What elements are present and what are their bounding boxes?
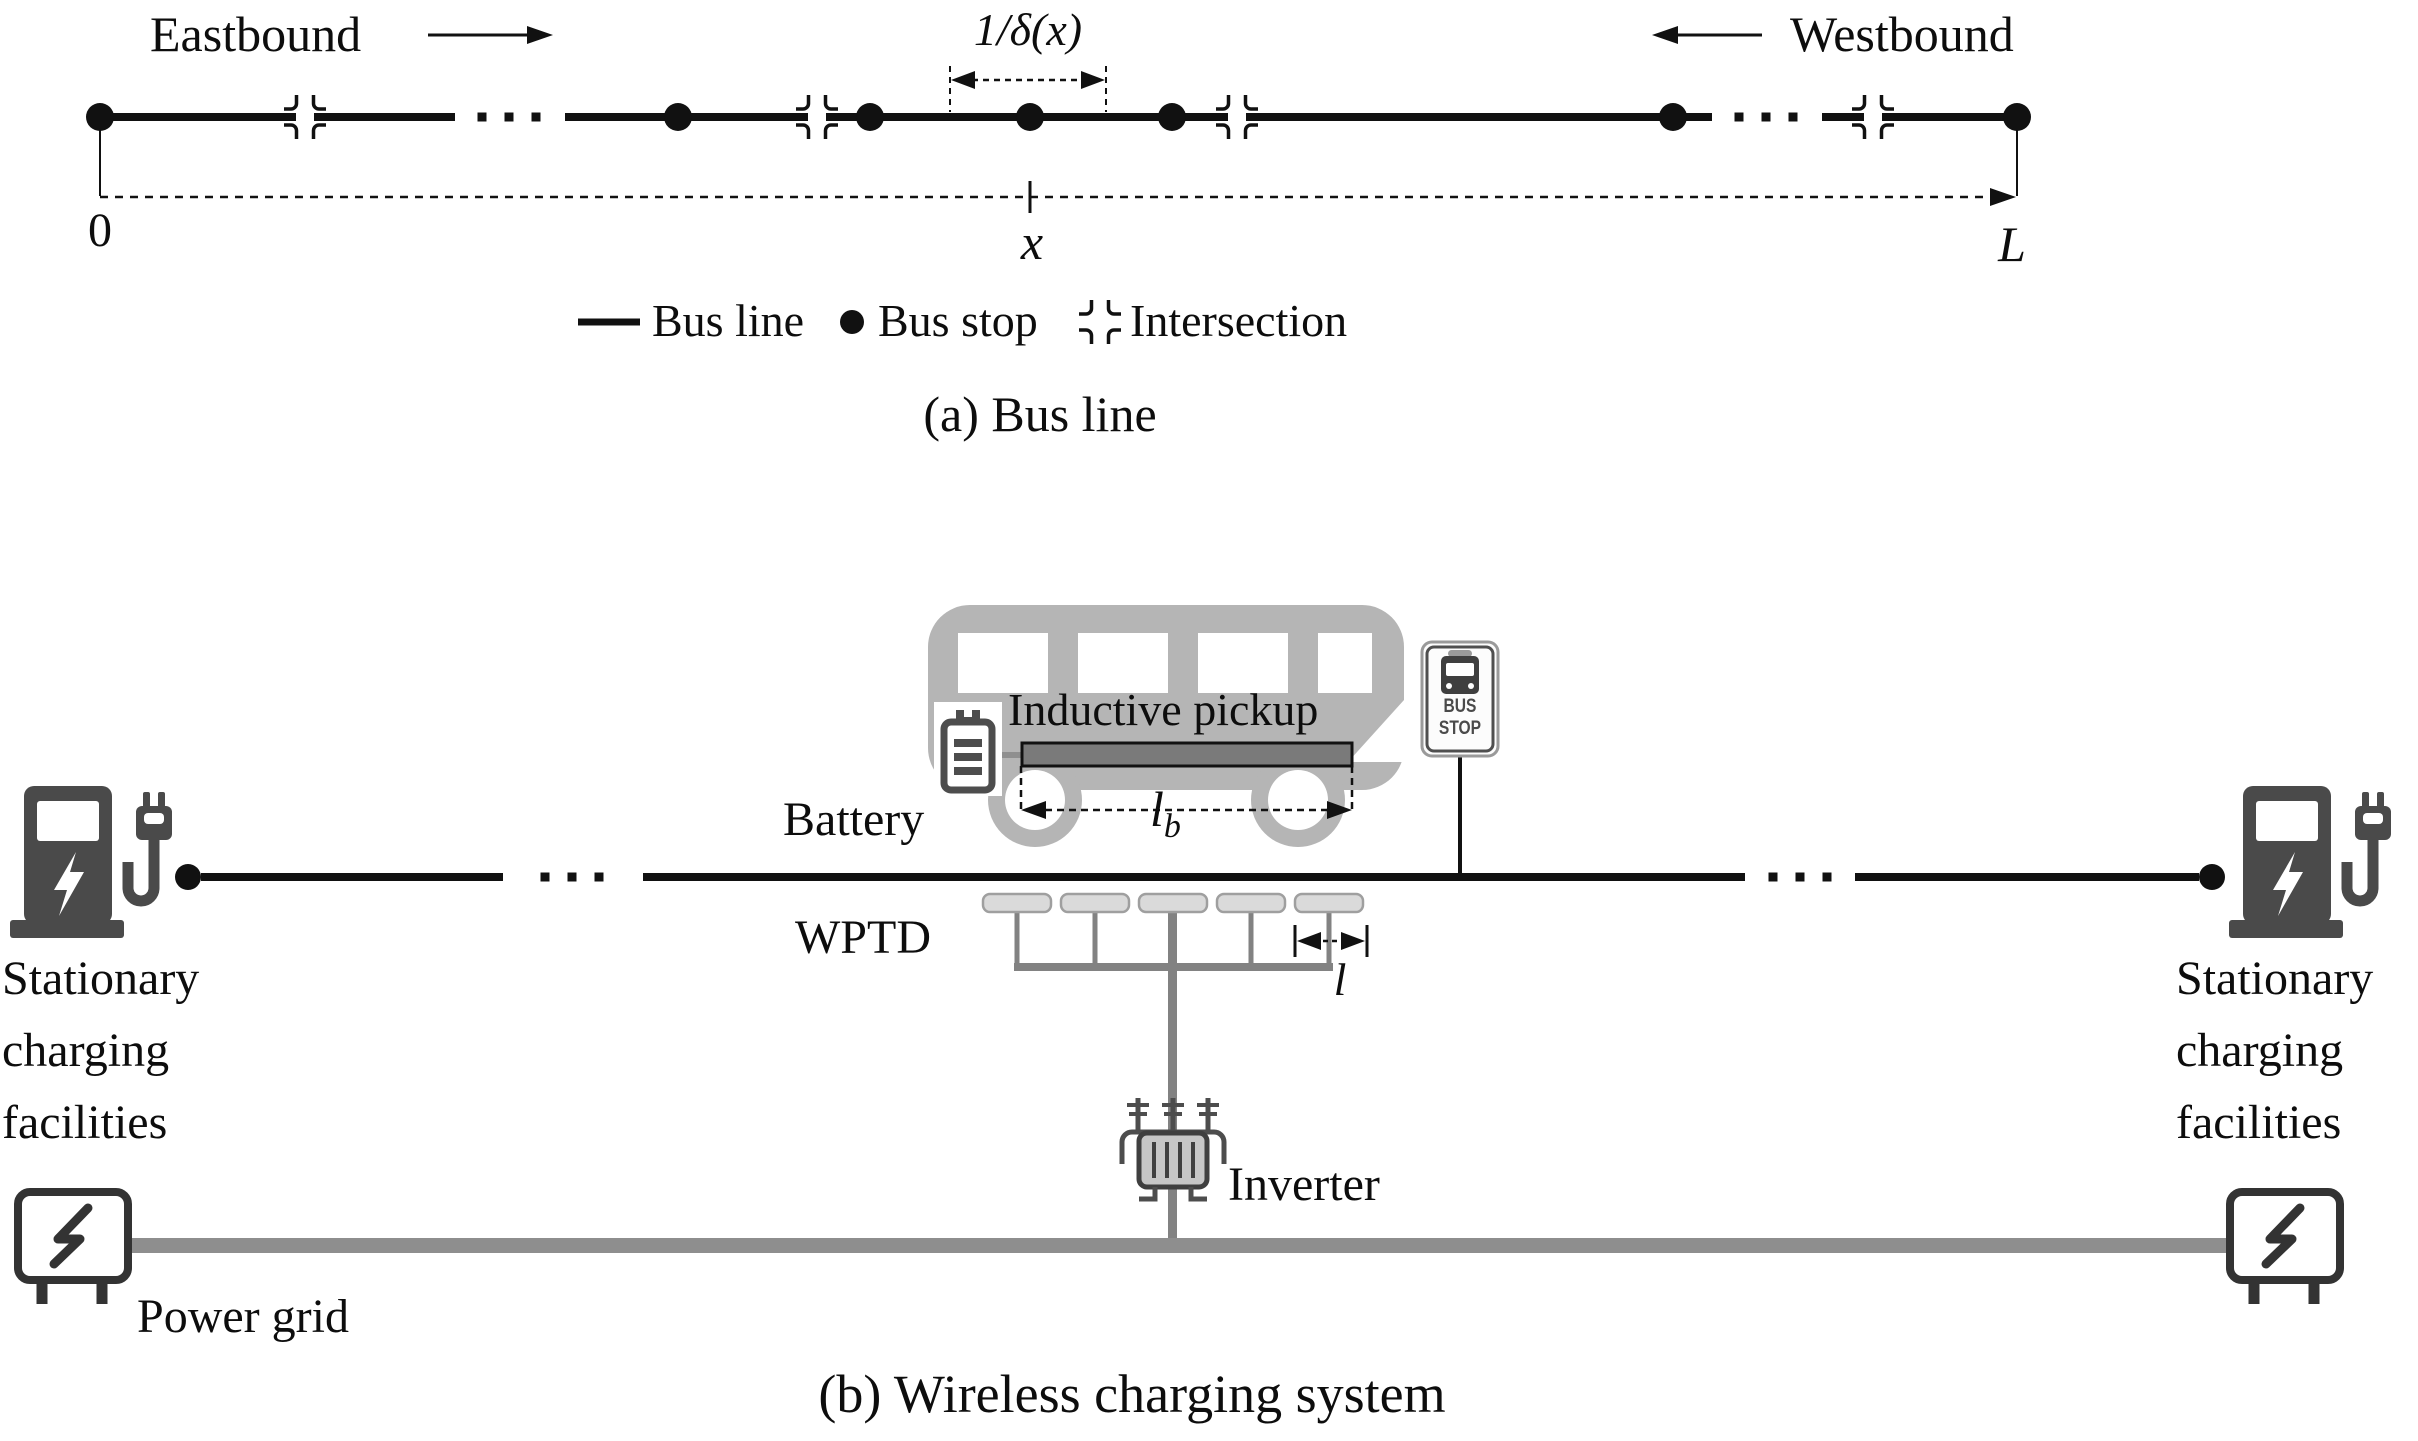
pickup-length-dimension (1019, 766, 1354, 812)
legend-intersection-label: Intersection (1130, 295, 1348, 346)
stop-spacing-label: 1/δ(x) (973, 4, 1083, 55)
length-L-label: L (1998, 216, 2026, 272)
bus-sign-line2: STOP (1438, 718, 1482, 739)
axis-0-L (99, 121, 2018, 213)
inverter-feed-line (1168, 912, 1177, 1246)
lb-arrow-left-icon (1021, 801, 1046, 819)
position-x-label: x (1020, 214, 1044, 270)
windshield-notch (1348, 700, 1404, 762)
inductive-pickup-bar (1020, 741, 1354, 768)
legend-intersection-sample (1077, 298, 1123, 346)
stationary-left-line3: facilities (2, 1096, 168, 1149)
wptd-label: WPTD (795, 911, 931, 964)
bus-line-diagram (86, 26, 2031, 346)
caption-b: (b) Wireless charging system (818, 1364, 1446, 1424)
eastbound-label: Eastbound (150, 6, 362, 62)
line-end-dot-left (175, 864, 201, 890)
stop-spacing-dimension (949, 66, 1107, 112)
inverter-label: Inverter (1228, 1158, 1380, 1211)
pickup-length-label: lb (1150, 783, 1181, 845)
inductive-pickup-label: Inductive pickup (1008, 684, 1319, 735)
wptd-assembly (981, 892, 1365, 1246)
axis-arrowhead-icon (1990, 188, 2016, 206)
pad-spacing-label: l (1333, 954, 1347, 1005)
charging-station-left-icon (10, 786, 172, 938)
battery-icon (934, 702, 1002, 796)
ellipsis-right-a (1734, 112, 1798, 122)
power-grid-box-right-icon (2230, 1192, 2340, 1304)
bus-stop-sign-icon (1420, 640, 1500, 874)
ellipsis-right-b (1768, 872, 1832, 882)
lb-sub: b (1163, 808, 1181, 845)
charging-station-right-icon (2229, 786, 2391, 938)
wireless-charging-diagram (10, 605, 2391, 1304)
caption-a: (a) Bus line (923, 386, 1157, 442)
ellipsis-left-a (477, 112, 541, 122)
line-end-dot-right (2199, 864, 2225, 890)
lb-arrow-right-icon (1327, 801, 1352, 819)
ellipsis-left-b (540, 872, 604, 882)
legend-stop-sample (840, 310, 864, 334)
dim-arrow-right-icon (1081, 71, 1105, 89)
bus-sign-line1: BUS (1443, 696, 1477, 717)
pad-spacing-dimension (1293, 925, 1369, 957)
inverter-icon (1119, 1098, 1227, 1202)
lb-base: l (1150, 781, 1164, 837)
stationary-left-line2: charging (2, 1024, 170, 1077)
legend-bus-line-label: Bus line (652, 295, 805, 346)
legend-bus-stop-label: Bus stop (878, 295, 1038, 346)
stationary-right-line3: facilities (2176, 1096, 2342, 1149)
westbound-label: Westbound (1790, 6, 2014, 62)
bus-stop-dots-a (86, 103, 2031, 131)
eastbound-arrowhead-icon (527, 26, 553, 44)
stationary-left-line1: Stationary (2, 952, 200, 1005)
stationary-right-line2: charging (2176, 1024, 2344, 1077)
dim-arrow-left-icon (951, 71, 975, 89)
battery-label: Battery (783, 793, 925, 846)
origin-label: 0 (88, 204, 112, 257)
power-grid-box-left-icon (18, 1192, 128, 1304)
stationary-right-line1: Stationary (2176, 952, 2374, 1005)
power-grid-label: Power grid (137, 1290, 349, 1343)
power-grid-line (128, 1238, 2230, 1253)
westbound-arrowhead-icon (1652, 26, 1678, 44)
